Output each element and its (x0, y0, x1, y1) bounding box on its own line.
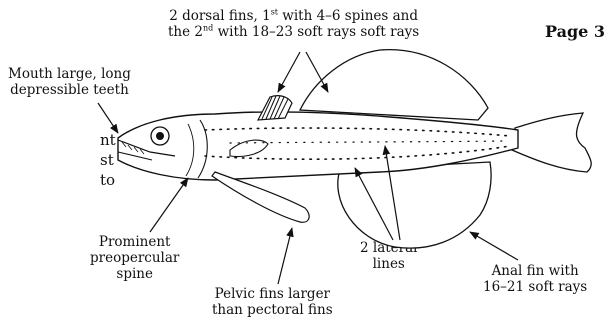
caudal-fin (512, 113, 591, 172)
anal-fin (338, 162, 491, 248)
pelvic-arrow (278, 228, 292, 284)
mouth-arrow (98, 103, 118, 133)
anal-arrow (470, 232, 518, 260)
second-dorsal-fin (300, 50, 488, 120)
preopercular-arrow (150, 178, 188, 232)
dorsal-arrow-1 (278, 52, 300, 92)
pelvic-fin (212, 172, 309, 222)
